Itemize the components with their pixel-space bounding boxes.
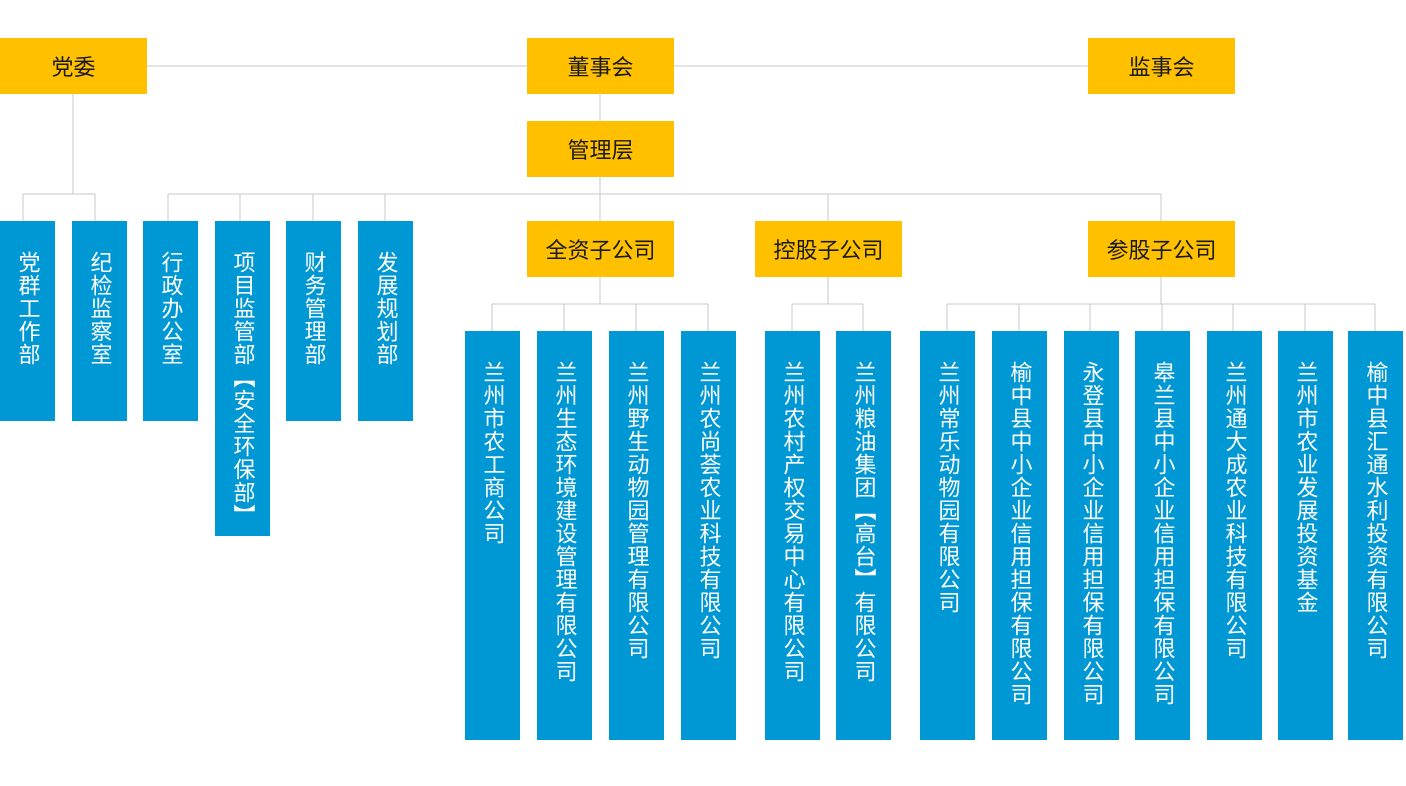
company-label: 榆中县汇通水利投资有限公司 (1363, 361, 1389, 660)
department-label: 纪检监察室 (87, 251, 113, 366)
holding-subsidiaries-box: 控股子公司 (755, 221, 902, 277)
company-label: 兰州生态环境建设管理有限公司 (552, 361, 578, 683)
management-box: 管理层 (527, 121, 674, 177)
board-of-supervisors-box: 监事会 (1088, 38, 1235, 94)
company-box: 兰州生态环境建设管理有限公司 (537, 331, 592, 740)
company-box: 兰州粮油集团【高台】有限公司 (836, 331, 891, 740)
company-label: 兰州农尚荟农业科技有限公司 (696, 361, 722, 660)
company-label: 兰州野生动物园管理有限公司 (624, 361, 650, 660)
company-label: 兰州常乐动物园有限公司 (935, 361, 961, 614)
department-label: 项目监管部【安全环保部】 (230, 251, 256, 527)
company-label: 榆中县中小企业信用担保有限公司 (1007, 361, 1033, 706)
department-box: 纪检监察室 (72, 221, 127, 421)
company-box: 兰州市农工商公司 (465, 331, 520, 740)
department-label: 财务管理部 (301, 251, 327, 366)
company-box: 兰州常乐动物园有限公司 (920, 331, 975, 740)
company-box: 兰州农村产权交易中心有限公司 (765, 331, 820, 740)
holding-subsidiaries-label: 控股子公司 (773, 238, 884, 263)
company-box: 榆中县中小企业信用担保有限公司 (992, 331, 1047, 740)
department-label: 发展规划部 (373, 251, 399, 366)
wholly-owned-subsidiaries-box: 全资子公司 (527, 221, 674, 277)
company-box: 兰州市农业发展投资基金 (1278, 331, 1333, 740)
board-of-supervisors-label: 监事会 (1128, 55, 1195, 80)
company-box: 皋兰县中小企业信用担保有限公司 (1135, 331, 1190, 740)
company-box: 兰州野生动物园管理有限公司 (609, 331, 664, 740)
department-box: 财务管理部 (286, 221, 341, 421)
department-label: 行政办公室 (158, 251, 184, 366)
department-box: 项目监管部【安全环保部】 (215, 221, 270, 536)
department-box: 党群工作部 (0, 221, 55, 421)
department-label: 党群工作部 (15, 251, 41, 366)
company-label: 兰州市农工商公司 (480, 361, 506, 545)
management-label: 管理层 (567, 138, 634, 163)
company-box: 兰州农尚荟农业科技有限公司 (681, 331, 736, 740)
department-box: 行政办公室 (143, 221, 198, 421)
company-label: 兰州通大成农业科技有限公司 (1222, 361, 1248, 660)
board-of-directors-box: 董事会 (527, 38, 674, 94)
department-box: 发展规划部 (358, 221, 413, 421)
wholly-owned-subsidiaries-label: 全资子公司 (545, 238, 656, 263)
party-committee-box: 党委 (0, 38, 147, 94)
company-label: 兰州市农业发展投资基金 (1293, 361, 1319, 614)
participating-subsidiaries-label: 参股子公司 (1106, 238, 1217, 263)
company-label: 兰州粮油集团【高台】有限公司 (851, 361, 877, 683)
company-label: 兰州农村产权交易中心有限公司 (780, 361, 806, 683)
company-box: 榆中县汇通水利投资有限公司 (1348, 331, 1403, 740)
party-committee-label: 党委 (51, 55, 96, 80)
company-box: 兰州通大成农业科技有限公司 (1207, 331, 1262, 740)
company-label: 皋兰县中小企业信用担保有限公司 (1150, 361, 1176, 706)
board-of-directors-label: 董事会 (567, 55, 634, 80)
company-box: 永登县中小企业信用担保有限公司 (1064, 331, 1119, 740)
company-label: 永登县中小企业信用担保有限公司 (1079, 361, 1105, 706)
participating-subsidiaries-box: 参股子公司 (1088, 221, 1235, 277)
